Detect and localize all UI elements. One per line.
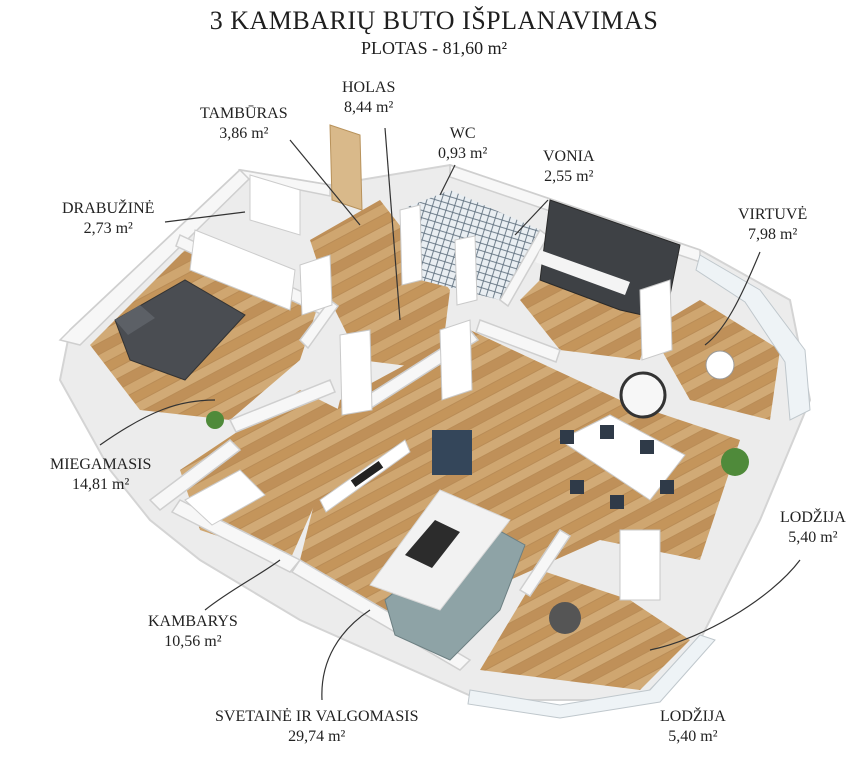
room-area: 14,81 m² xyxy=(72,476,130,493)
room-name: VIRTUVĖ xyxy=(738,206,808,223)
label-kambarys: KAMBARYS 10,56 m² xyxy=(148,612,238,652)
label-lodzija-right: LODŽIJA 5,40 m² xyxy=(780,508,846,548)
room-area: 5,40 m² xyxy=(788,529,838,546)
room-area: 3,86 m² xyxy=(219,125,269,142)
tv xyxy=(350,460,384,488)
room-name: VONIA xyxy=(543,148,595,165)
leader-tamburas xyxy=(289,139,361,226)
label-miegamasis: MIEGAMASIS 14,81 m² xyxy=(50,455,151,495)
leader-svetaine xyxy=(321,609,371,701)
balcony-table-lower xyxy=(549,602,581,634)
label-lodzija-bottom: LODŽIJA 5,40 m² xyxy=(660,707,726,747)
label-drabuzine: DRABUŽINĖ 2,73 m² xyxy=(62,199,154,239)
room-area: 5,40 m² xyxy=(668,728,718,745)
armchair xyxy=(432,430,472,475)
loggia-railings xyxy=(467,254,811,719)
plan-title: 3 KAMBARIŲ BUTO IŠPLANAVIMAS xyxy=(209,6,659,35)
room-area: 10,56 m² xyxy=(164,633,222,650)
plan-area-total: PLOTAS - 81,60 m² xyxy=(361,38,507,58)
room-name: KAMBARYS xyxy=(148,613,238,630)
label-vonia: VONIA 2,55 m² xyxy=(543,147,595,187)
room-area: 8,44 m² xyxy=(344,99,394,116)
plant xyxy=(721,448,749,476)
room-area: 29,74 m² xyxy=(288,728,346,745)
label-tamburas: TAMBŪRAS 3,86 m² xyxy=(200,104,288,144)
room-name: MIEGAMASIS xyxy=(50,456,152,473)
walk-in-closet xyxy=(249,174,301,236)
leader-virtuve xyxy=(704,251,761,346)
room-area: 7,98 m² xyxy=(748,226,798,243)
room-name: WC xyxy=(449,125,476,142)
room-name: LODŽIJA xyxy=(660,708,726,725)
dining-table xyxy=(559,414,686,501)
room-name: HOLAS xyxy=(342,79,396,96)
leader-vonia xyxy=(514,199,549,236)
leader-lodzija-right xyxy=(649,559,801,651)
leader-wc xyxy=(439,164,456,196)
doors xyxy=(299,124,673,601)
room-area: 0,93 m² xyxy=(438,145,488,162)
bed xyxy=(114,279,246,381)
room-name: DRABUŽINĖ xyxy=(62,200,155,217)
room-area: 2,55 m² xyxy=(544,168,594,185)
desk xyxy=(184,469,266,526)
room-name: SVETAINĖ IR VALGOMASIS xyxy=(215,708,419,725)
room-name: LODŽIJA xyxy=(780,509,846,526)
balcony-table-upper xyxy=(705,350,735,380)
leader-lines xyxy=(99,127,801,701)
coffee-table xyxy=(405,520,460,568)
room-area: 2,73 m² xyxy=(83,220,133,237)
leader-holas xyxy=(384,127,401,321)
hall-floor xyxy=(310,200,450,370)
loggia-lower-floor xyxy=(480,570,690,690)
label-wc: WC 0,93 m² xyxy=(438,124,487,164)
leader-drabuzine xyxy=(164,211,246,223)
room-name: TAMBŪRAS xyxy=(200,105,288,122)
leader-kambarys xyxy=(204,559,281,611)
wall-clock xyxy=(619,371,667,419)
label-holas: HOLAS 8,44 m² xyxy=(342,78,395,118)
label-svetaine: SVETAINĖ IR VALGOMASIS 29,74 m² xyxy=(215,707,418,747)
label-virtuve: VIRTUVĖ 7,98 m² xyxy=(738,205,807,245)
leader-miegamasis xyxy=(99,399,216,446)
